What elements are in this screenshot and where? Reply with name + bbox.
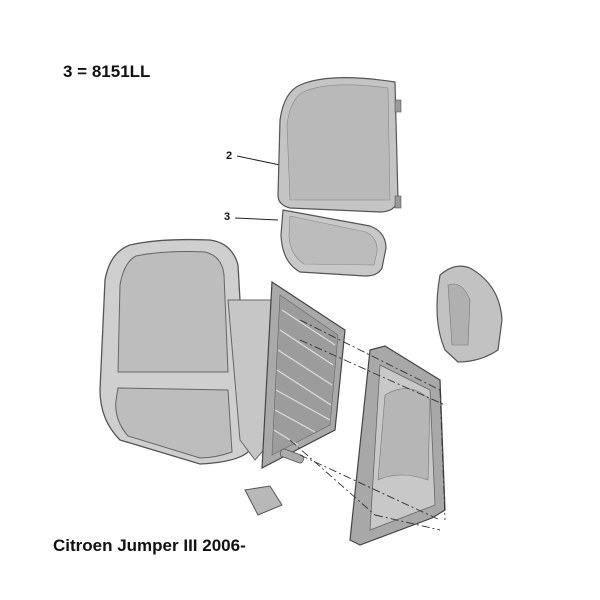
mirror-housing: [99, 238, 291, 465]
backing-plate: [261, 280, 346, 470]
callout-2: 2: [226, 150, 233, 162]
upper-mirror-glass: [277, 77, 402, 213]
small-clip-part: [244, 485, 283, 516]
leader-line-3: [234, 217, 279, 221]
rear-frame: [349, 345, 446, 546]
assembly-guide-lines: [289, 319, 446, 531]
vehicle-caption: Citroen Jumper III 2006-: [53, 536, 246, 555]
leader-line-2: [236, 155, 281, 166]
side-cap: [436, 265, 503, 363]
lower-mirror-glass: [280, 209, 387, 277]
callout-3: 3: [224, 211, 231, 223]
part-code-label: 3 = 8151LL: [63, 62, 151, 81]
